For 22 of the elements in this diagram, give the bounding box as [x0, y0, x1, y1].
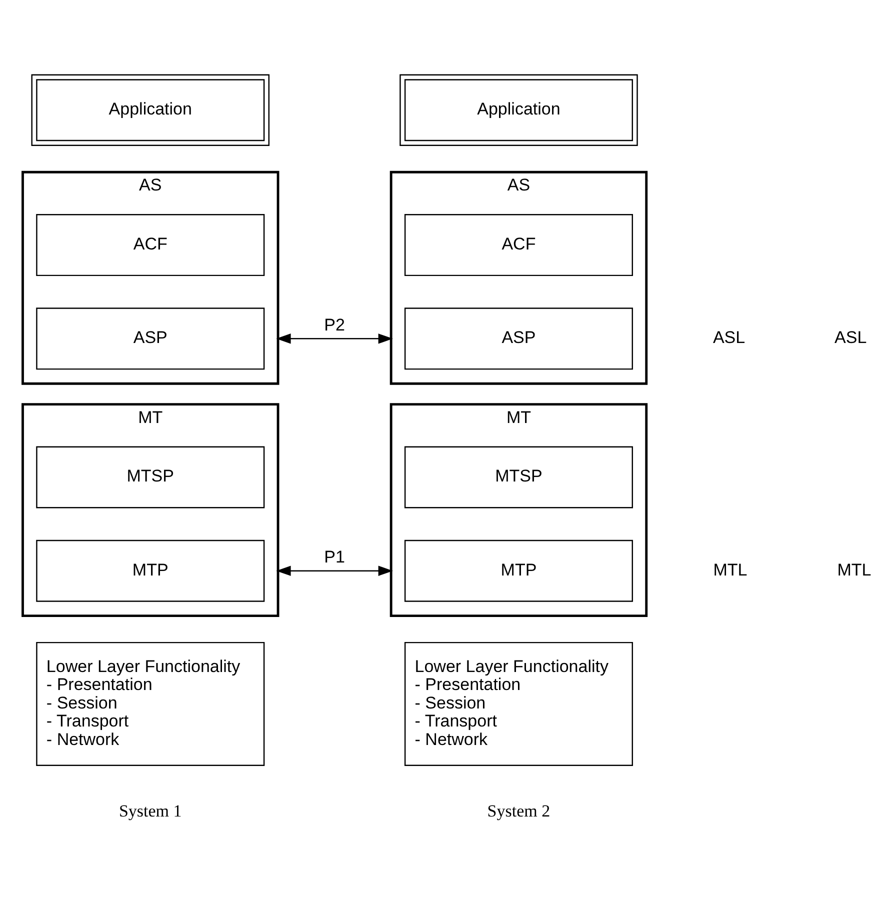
label: System 1 — [118, 802, 182, 821]
label: ASL — [834, 328, 867, 348]
label: MTL — [713, 560, 748, 580]
edge-label: P2 — [324, 315, 345, 334]
node-box: MTSP — [36, 446, 265, 508]
label: System 2 — [487, 802, 550, 821]
arrow — [276, 566, 393, 576]
label: ASL — [712, 328, 746, 348]
node-box: MTP — [404, 540, 633, 602]
node-box: ASP — [404, 308, 633, 370]
node-box: Lower Layer Functionality - Presentation - Session - Transport - Network — [404, 642, 633, 766]
label: MTL — [837, 560, 872, 580]
node-box: MTSP — [404, 446, 633, 508]
node-box: Application — [400, 74, 638, 146]
node-box: ACF — [404, 214, 633, 276]
arrow — [276, 334, 393, 344]
node-box: Lower Layer Functionality - Presentation - Session - Transport - Network — [36, 642, 265, 766]
node-box: ASP — [36, 308, 265, 370]
node-box: MTP — [36, 540, 265, 602]
edge-label: P1 — [324, 548, 345, 567]
node-box: Application — [31, 74, 270, 146]
node-box: ACF — [36, 214, 265, 276]
